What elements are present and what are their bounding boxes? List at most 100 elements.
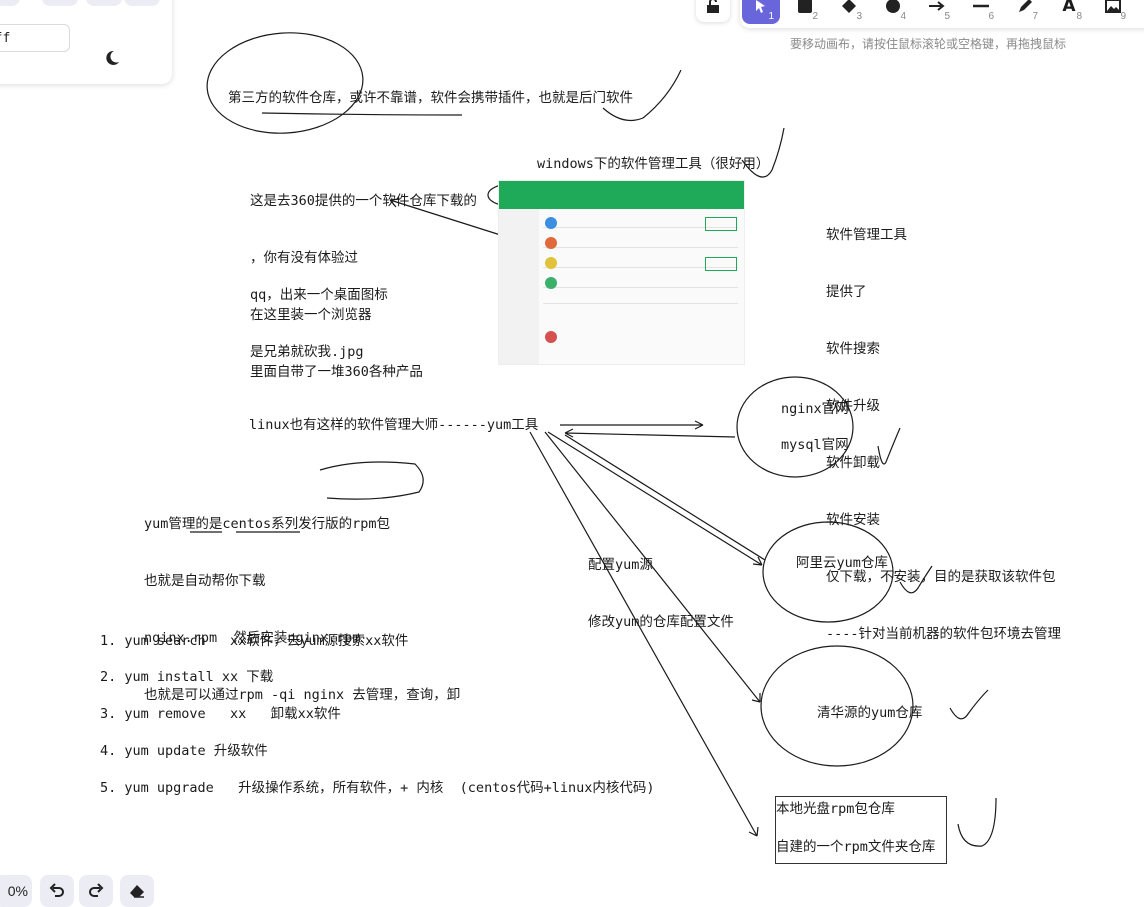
moon-icon[interactable]: [102, 49, 120, 67]
features-note[interactable]: 软件管理工具 提供了 软件搜索 软件升级 软件卸载 软件安装 仅下载，不安装，目…: [826, 188, 1061, 663]
note-line: nginx.rpm 然后安装nginx.rpm: [144, 630, 361, 646]
store-sidebar: [499, 209, 539, 364]
note-line: 在这里装一个浏览器: [250, 307, 372, 323]
store-row: [543, 287, 738, 288]
text-icon: A: [1062, 0, 1076, 16]
local-repo-box[interactable]: [775, 796, 947, 864]
app-icon: [545, 331, 557, 343]
rectangle-tool[interactable]: 2: [786, 0, 824, 24]
image-tool[interactable]: 9: [1094, 0, 1132, 24]
note-line: ，你有没有体验过: [250, 250, 358, 266]
command-item[interactable]: 3. yum remove xx 卸载xx软件: [100, 706, 341, 722]
config-note[interactable]: 配置yum源 修改yum的仓库配置文件: [588, 518, 734, 651]
local-arrow: [529, 431, 759, 837]
send-backward-button[interactable]: [0, 0, 20, 6]
official-ellipse: [736, 376, 854, 478]
note-line: yum管理的是centos系列发行版的rpm包: [144, 516, 391, 532]
line-tool[interactable]: 6: [962, 0, 1000, 24]
local-note-2[interactable]: 自建的一个rpm文件夹仓库: [776, 839, 936, 855]
official-note-nginx[interactable]: nginx官网: [781, 401, 849, 417]
undo-button[interactable]: [40, 875, 74, 907]
app-icon: [545, 257, 557, 269]
aliyun-arrow-1: [547, 431, 763, 566]
canvas-hint: 要移动画布，请按住鼠标滚轮或空格键，再拖拽鼠标: [790, 37, 1067, 51]
note-line: 软件管理工具: [826, 227, 907, 243]
command-item[interactable]: 2. yum install xx 下载: [100, 669, 274, 685]
selection-tool[interactable]: 1: [742, 0, 780, 24]
tsinghua-ellipse: [760, 645, 914, 767]
zoom-level[interactable]: 0%: [0, 875, 32, 907]
diamond-tool[interactable]: 3: [830, 0, 868, 24]
text-tool[interactable]: A 8: [1050, 0, 1088, 24]
store-row: [543, 267, 738, 268]
yum-desc-note[interactable]: yum管理的是centos系列发行版的rpm包 也就是自动帮你下载 nginx.…: [144, 477, 460, 724]
note-line: 软件安装: [826, 512, 880, 528]
note-line: 里面自带了一堆360各种产品: [250, 364, 423, 380]
bring-to-front-button[interactable]: [86, 0, 122, 6]
redo-button[interactable]: [79, 875, 113, 907]
official-note-mysql[interactable]: mysql官网: [781, 437, 849, 453]
redo-icon: [89, 883, 104, 897]
note-line: 软件卸载: [826, 455, 880, 471]
software-store-screenshot[interactable]: [498, 180, 745, 365]
store-row: [543, 247, 738, 248]
diamond-icon: [842, 0, 856, 13]
install-button: [705, 217, 737, 231]
arrow-icon: [929, 1, 945, 11]
draw-tool[interactable]: 7: [1006, 0, 1044, 24]
tsinghua-note[interactable]: 清华源的yum仓库: [817, 705, 923, 721]
third-party-note[interactable]: 第三方的软件仓库，或许不靠谱，软件会携带插件，也就是后门软件: [228, 90, 633, 106]
properties-panel: ffff: [0, 0, 172, 84]
third-party-ellipse: [206, 32, 364, 134]
local-note-1[interactable]: 本地光盘rpm包仓库: [776, 801, 895, 817]
circle-icon: [886, 0, 900, 13]
store-row: [543, 303, 738, 304]
line-icon: [973, 4, 989, 8]
app-icon: [545, 217, 557, 229]
windows-tool-note[interactable]: windows下的软件管理工具（很好用）: [537, 156, 770, 172]
linux-yum-note[interactable]: linux也有这样的软件管理大师------yum工具: [249, 417, 539, 433]
aliyun-checkmark: [899, 565, 933, 594]
note-line: ----针对当前机器的软件包环境去管理: [826, 626, 1062, 642]
aliyun-ellipse: [762, 521, 894, 623]
app-icon: [545, 237, 557, 249]
install-button: [705, 257, 737, 271]
store-360-note[interactable]: 这是去360提供的一个软件仓库下载的 ，你有没有体验过 在这里装一个浏览器 里面…: [250, 154, 477, 401]
local-checkmark: [957, 797, 997, 847]
aliyun-note[interactable]: 阿里云yum仓库: [796, 555, 888, 571]
lock-icon: [707, 0, 719, 13]
eraser-button[interactable]: [120, 875, 154, 907]
note-line: 软件搜索: [826, 341, 880, 357]
bring-forward-button[interactable]: [42, 0, 78, 6]
arrow-tool[interactable]: 5: [918, 0, 956, 24]
store-header: [499, 181, 744, 209]
collab-button[interactable]: [124, 0, 160, 6]
command-item[interactable]: 5. yum upgrade 升级操作系统，所有软件，+ 内核 (centos代…: [100, 780, 655, 796]
note-line: 提供了: [826, 284, 867, 300]
browser-arrow: [389, 198, 511, 239]
undo-icon: [49, 883, 64, 897]
eraser-icon: [130, 885, 144, 898]
note-line: 也就是自动帮你下载: [144, 573, 266, 589]
pencil-icon: [1019, 0, 1032, 12]
command-item[interactable]: 4. yum update 升级软件: [100, 743, 268, 759]
tsinghua-arrow: [544, 431, 761, 703]
tsinghua-checkmark: [949, 689, 989, 720]
qq-note[interactable]: qq，出来一个桌面图标 是兄弟就砍我.jpg: [250, 248, 388, 381]
shape-toolbar: 1 2 3 4 5 6 7 A 8 9: [740, 0, 1144, 28]
note-line: qq，出来一个桌面图标: [250, 287, 388, 303]
store-row: [543, 227, 738, 228]
official-checkmark: [877, 427, 901, 465]
third-party-underline: [261, 112, 463, 116]
pointer-icon: [756, 0, 765, 13]
official-arrow-out: [560, 420, 704, 430]
color-hex-input[interactable]: ffff: [0, 24, 70, 52]
rectangle-icon: [798, 0, 812, 13]
ellipse-tool[interactable]: 4: [874, 0, 912, 24]
app-icon: [545, 277, 557, 289]
command-item[interactable]: 1. yum search xx软件，去yum源搜索xx软件: [100, 633, 409, 649]
lock-button[interactable]: [696, 0, 730, 22]
backdoor-checkmark: [602, 69, 682, 121]
rpm-ellipse: [319, 461, 424, 500]
